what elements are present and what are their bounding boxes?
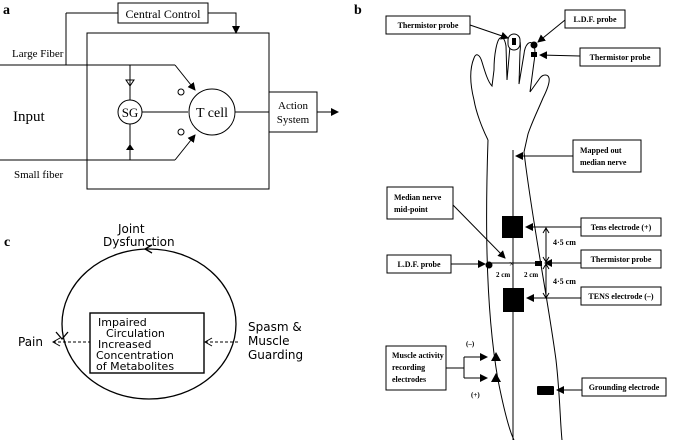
tens-minus-electrode [503, 288, 524, 312]
spasm-label-line2: Muscle [248, 334, 290, 348]
tens-plus-label: Tens electrode (+) [591, 223, 652, 232]
sg-solid-arrow-bottom [126, 144, 134, 150]
large-fiber-label: Large Fiber [12, 48, 64, 60]
ldf-probe-top-label: L.D.F. probe [573, 15, 617, 24]
mapped-nerve-box [572, 139, 642, 173]
muscle-electrodes-box [385, 345, 447, 391]
mapped-line2: median nerve [580, 158, 627, 167]
cycle-arrow-top [143, 244, 153, 254]
ldf-probe-left-label: L.D.F. probe [397, 260, 441, 269]
box-line4: Concentration [96, 349, 174, 362]
thermistor-finger-arrow [539, 51, 581, 60]
action-system-line1: Action [278, 100, 308, 112]
joint-label-line2: Dysfunction [103, 235, 175, 249]
spasm-arrow-head [203, 337, 213, 347]
sg-label: SG [122, 105, 139, 120]
minus-sign-label: (–) [466, 340, 475, 348]
central-control-arrow [208, 12, 240, 34]
thermistor-probe-finger-label: Thermistor probe [590, 53, 651, 62]
t-cell-label: T cell [196, 106, 228, 121]
panel-c-label: c [4, 235, 10, 250]
action-system-box [268, 91, 318, 133]
small-fiber-label: Small fiber [14, 169, 64, 181]
muscle-line3: electrodes [392, 375, 426, 384]
box-line3: Increased [98, 338, 152, 351]
central-control-label: Central Control [126, 7, 202, 21]
midpoint-line2: mid-point [394, 205, 428, 214]
pain-cycle-circle [61, 248, 237, 400]
joint-label-line1: Joint [117, 222, 145, 236]
large-fiber-to-tcell [174, 64, 196, 91]
midpoint-box [386, 186, 454, 220]
small-fiber-to-tcell [174, 134, 196, 161]
grounding-box [581, 377, 667, 397]
hand-outline [470, 34, 550, 153]
box-line5: of Metabolites [96, 360, 174, 373]
forearm-right-edge [523, 151, 563, 440]
thermistor-probe-top-label: Thermistor probe [398, 21, 459, 30]
muscle-line1: Muscle activity [392, 351, 444, 360]
action-system-line2: System [277, 114, 310, 126]
midpoint-cross: × [509, 259, 514, 269]
panel-b-label: b [354, 3, 362, 18]
ldf-top-arrow [537, 19, 566, 43]
gate-system-box [86, 32, 270, 190]
panel-b-forearm-setup-diagram: b Thermistor probe L.D.F. probe Thermist… [354, 3, 667, 440]
tens-minus-box [580, 286, 662, 306]
tens-minus-label: TENS electrode (–) [588, 292, 654, 301]
pain-arrow-head [51, 337, 61, 347]
spasm-label-line3: Guarding [248, 348, 303, 362]
grounding-electrode [537, 386, 554, 395]
grounding-label: Grounding electrode [589, 383, 660, 392]
forearm-left-edge [486, 139, 515, 440]
pain-label: Pain [18, 335, 43, 349]
synapse-top [177, 88, 185, 96]
thermistor-right-box [580, 249, 662, 269]
dist-right-label: 2 cm [524, 271, 538, 279]
thermistor-probe-dot [535, 261, 542, 266]
thermistor-finger-2 [531, 52, 537, 57]
panel-a-label: a [3, 3, 10, 18]
dist-left-label: 2 cm [496, 271, 510, 279]
panel-c-pain-cycle-diagram: c Joint Dysfunction Pain Spasm & Muscle … [4, 222, 303, 400]
box-line2: Circulation [106, 327, 165, 340]
metabolites-box [89, 312, 205, 374]
mapped-line1: Mapped out [580, 146, 622, 155]
muscle-electrode-top [491, 352, 501, 361]
muscle-electrode-bottom [491, 373, 501, 382]
ldf-probe-dot [485, 261, 493, 269]
tens-plus-electrode [502, 216, 523, 238]
midpoint-arrow [452, 204, 506, 259]
dist-upper-label: 4·5 cm [553, 238, 576, 247]
spasm-label-line1: Spasm & [248, 320, 302, 334]
midpoint-line1: Median nerve [394, 193, 442, 202]
box-line1: Impaired [98, 316, 147, 329]
thermistor-top-arrow [469, 24, 509, 40]
thermistor-probe-finger-box [579, 47, 661, 67]
ldf-probe-top-box [564, 9, 626, 29]
input-label: Input [13, 109, 45, 125]
thermistor-finger-dot [512, 38, 516, 45]
cycle-arrow-left [55, 331, 69, 340]
sg-open-arrow-top [125, 79, 135, 87]
panel-a-gate-control-diagram: a Central Control Large Fiber Small fibe… [0, 2, 339, 190]
dist-lower-label: 4·5 cm [553, 277, 576, 286]
muscle-line2: recording [392, 363, 425, 372]
thermistor-right-label: Thermistor probe [591, 255, 652, 264]
plus-sign-label: (+) [471, 391, 480, 399]
dist-upper-arrow-top [542, 227, 550, 234]
synapse-bottom [177, 128, 185, 136]
ldf-finger-dot [530, 41, 538, 49]
